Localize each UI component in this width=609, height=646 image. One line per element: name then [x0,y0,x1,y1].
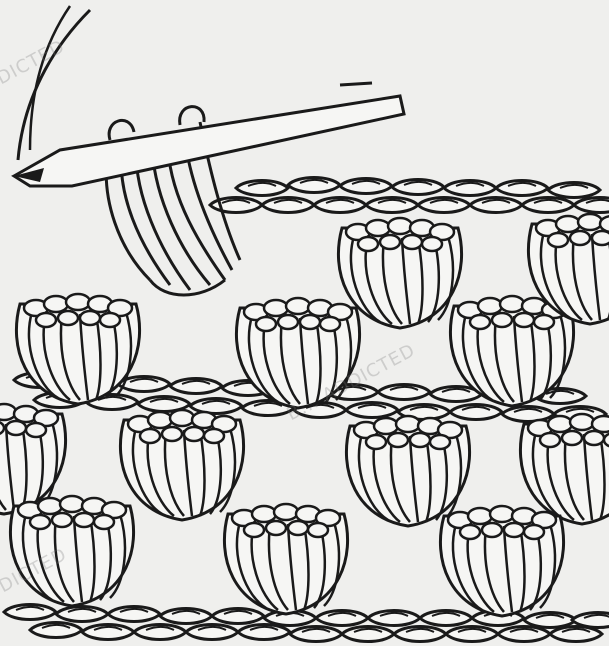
puff-row-3 [10,496,563,616]
crochet-hook-icon [14,83,404,186]
puff-row-1 [16,214,609,408]
chain-row-top [210,178,609,213]
